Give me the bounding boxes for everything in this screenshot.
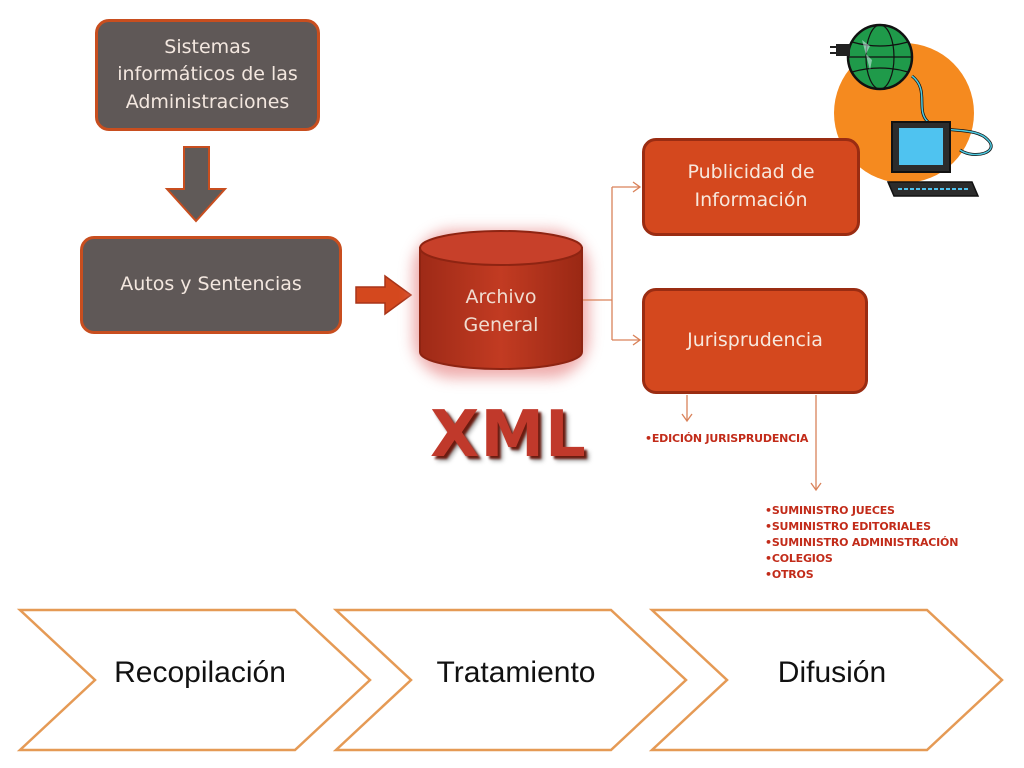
jurisprudencia-box: Jurisprudencia: [642, 288, 868, 394]
sistemas-informaticos-box: Sistemas informáticos de las Administrac…: [95, 19, 320, 131]
xml-title: XML: [430, 398, 587, 472]
publicidad-line-1: Publicidad de: [687, 161, 815, 184]
phase-tratamiento: Tratamiento: [436, 656, 596, 689]
list-item: •SUMINISTRO JUECES: [765, 504, 895, 517]
sistemas-line-2: informáticos de las: [117, 63, 298, 86]
list-item: •SUMINISTRO ADMINISTRACIÓN: [765, 536, 959, 549]
down-arrow-icon: [164, 146, 228, 223]
list-item: •SUMINISTRO EDITORIALES: [765, 520, 931, 533]
jurisprudencia-label: Jurisprudencia: [687, 329, 823, 352]
autos-sentencias-box: Autos y Sentencias: [80, 236, 342, 334]
archivo-general-label: Archivo General: [420, 284, 582, 339]
archivo-line-2: General: [463, 313, 539, 336]
list-item: •COLEGIOS: [765, 552, 833, 565]
archivo-line-1: Archivo: [465, 286, 537, 308]
right-arrow-icon: [355, 274, 413, 316]
phase-recopilacion: Recopilación: [114, 656, 286, 689]
publicidad-informacion-box: Publicidad de Información: [642, 138, 860, 236]
publicidad-line-2: Información: [694, 189, 808, 211]
list-item: •OTROS: [765, 568, 814, 581]
phase-chevrons: [16, 608, 1004, 752]
suministros-list: •SUMINISTRO JUECES •SUMINISTRO EDITORIAL…: [765, 503, 958, 583]
globe-computer-icon: [830, 23, 993, 197]
phase-difusion: Difusión: [777, 656, 887, 689]
database-cylinder: [413, 230, 589, 378]
edicion-jurisprudencia-note: •EDICIÓN JURISPRUDENCIA: [645, 432, 809, 445]
sistemas-line-1: Sistemas: [164, 35, 251, 58]
connector-lines: [583, 181, 822, 492]
sistemas-line-3: Administraciones: [125, 90, 290, 113]
autos-label: Autos y Sentencias: [120, 273, 302, 296]
